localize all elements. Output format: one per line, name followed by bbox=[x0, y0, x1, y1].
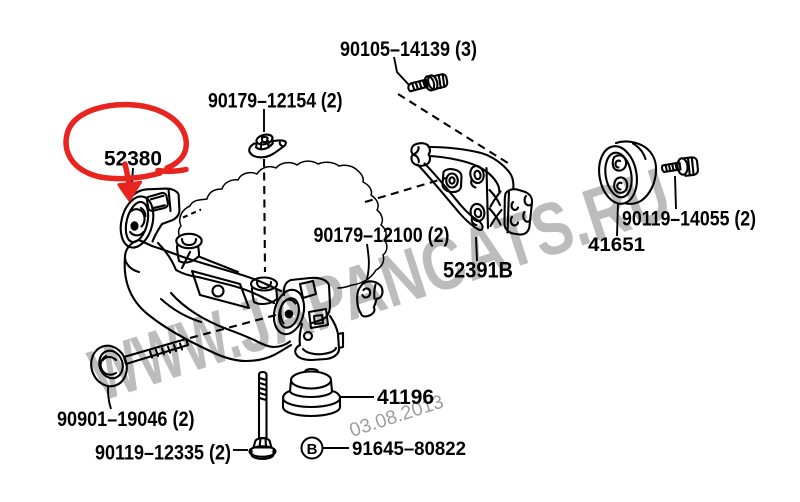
svg-text:90105–14139 (3): 90105–14139 (3) bbox=[340, 37, 477, 61]
svg-text:90179–12154 (2): 90179–12154 (2) bbox=[208, 89, 343, 113]
svg-text:91645–80822: 91645–80822 bbox=[352, 438, 466, 460]
svg-text:52391B: 52391B bbox=[443, 258, 513, 283]
svg-text:41196: 41196 bbox=[377, 386, 434, 409]
svg-text:90119–12335 (2): 90119–12335 (2) bbox=[95, 441, 231, 465]
svg-text:90179–12100 (2): 90179–12100 (2) bbox=[314, 223, 450, 247]
svg-text:90901–19046 (2): 90901–19046 (2) bbox=[57, 407, 195, 431]
svg-text:90119–14055 (2): 90119–14055 (2) bbox=[622, 207, 756, 231]
svg-text:B: B bbox=[307, 441, 318, 458]
svg-text:52380: 52380 bbox=[104, 146, 162, 170]
svg-text:41651: 41651 bbox=[588, 234, 645, 256]
